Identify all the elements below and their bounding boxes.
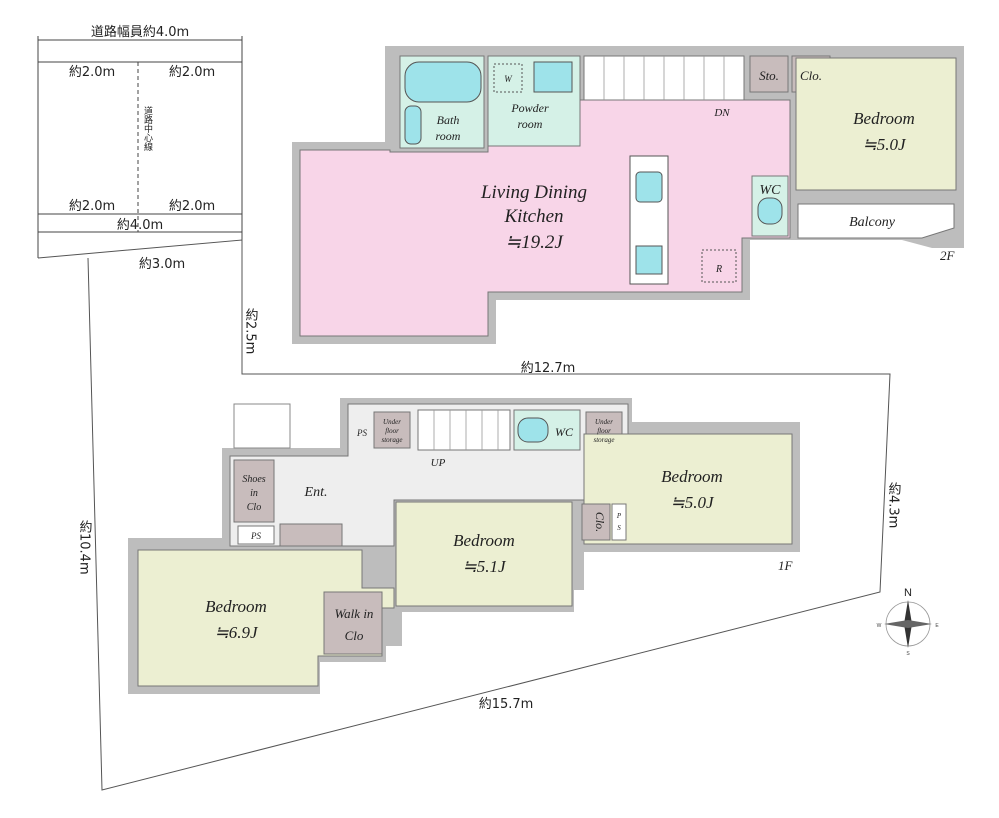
powder-label-line2: room [518, 117, 543, 131]
shower-icon [404, 105, 422, 145]
balcony [797, 203, 955, 239]
road-half-left-bottom: 約2.0m [69, 199, 115, 214]
fridge-label: R [715, 264, 722, 275]
stairs-1f [417, 409, 511, 451]
compass-e: E [935, 623, 939, 629]
kitchen-sink-icon [635, 171, 663, 203]
site-dim-bottom: 約15.7m [479, 697, 534, 712]
ufs1-line3: storage [382, 436, 403, 444]
ldk-label-line2: Kitchen [503, 206, 563, 227]
bedroom-2f-label: Bedroom [853, 109, 915, 128]
compass-n: N [904, 587, 912, 599]
underfloor-storage-1 [373, 411, 411, 449]
ufs2-line1: Under [595, 418, 613, 426]
bedroom-2f [795, 57, 957, 191]
site-dim-top: 約3.0m [139, 257, 185, 272]
walkin-line2: Clo [345, 628, 364, 643]
bedroom-a-size: ≒5.0J [670, 493, 715, 512]
floor-1-label: 1F [778, 558, 794, 573]
road-area: 道路幅員約4.0m 約2.0m 約2.0m 約2.0m 約2.0m 約4.0m … [37, 24, 243, 258]
ps-box-1-label: PS [250, 531, 261, 541]
ps-box-3 [611, 503, 627, 541]
site-dim-middle: 約12.7m [521, 361, 576, 376]
washer-label: W [504, 74, 513, 84]
powder-label-line1: Powder [510, 101, 549, 115]
floor-2: Living Dining Kitchen ≒19.2J Bath room P… [292, 46, 964, 344]
bedroom-c-label: Bedroom [205, 597, 267, 616]
toilet-1f-icon [517, 417, 549, 443]
fridge-space [701, 249, 737, 283]
road-centerline-label: 道路中心線 [142, 105, 153, 151]
bedroom-a-label: Bedroom [661, 467, 723, 486]
site-dim-right: 約4.3m [886, 482, 902, 528]
toilet-icon [757, 197, 783, 225]
walkin-line1: Walk in [335, 606, 374, 621]
exterior-steps [233, 403, 291, 449]
wc-1f-label: WC [555, 425, 574, 439]
balcony-label: Balcony [849, 215, 896, 230]
walk-in-closet [323, 591, 383, 655]
ufs2-line3: storage [594, 436, 615, 444]
bath-label-line1: Bath [437, 113, 460, 127]
ldk-size: ≒19.2J [505, 232, 564, 253]
entrance-bench [279, 523, 343, 547]
bedroom-2f-size: ≒5.0J [862, 135, 907, 154]
bedroom-b-size: ≒5.1J [462, 557, 507, 576]
ldk-label-line1: Living Dining [480, 182, 587, 203]
bathtub-icon [404, 61, 482, 103]
road-width-label: 道路幅員約4.0m [91, 24, 189, 40]
ps-box-1 [237, 525, 275, 545]
storage-2f [749, 55, 789, 93]
shoes-line3: Clo [247, 502, 261, 513]
washer-space [493, 63, 523, 93]
ufs1-line2: floor [385, 427, 399, 435]
stairs-up-label: UP [431, 457, 446, 469]
closet-2f-label: Clo. [800, 68, 822, 83]
stairs-down-label: DN [713, 107, 730, 119]
closet-1f [581, 503, 611, 541]
bath-label-line2: room [436, 129, 461, 143]
ps-box-3-p: P [616, 512, 622, 520]
bedroom-b-label: Bedroom [453, 531, 515, 550]
compass-w: W [877, 623, 882, 629]
shoes-in-closet [233, 459, 275, 523]
compass-icon: N E W S [877, 587, 940, 657]
shoes-line2: in [250, 488, 258, 499]
ufs2-line2: floor [597, 427, 611, 435]
closet-1f-label: Clo. [593, 512, 607, 532]
road-half-right-top: 約2.0m [169, 65, 215, 80]
site-dim-left: 約10.4m [77, 520, 93, 575]
ufs1-line1: Under [383, 418, 401, 426]
shoes-line1: Shoes [242, 474, 265, 485]
site-dim-left-upper: 約2.5m [243, 308, 259, 354]
sink-icon [533, 61, 573, 93]
road-half-left-top: 約2.0m [69, 65, 115, 80]
entrance-label: Ent. [304, 485, 328, 500]
wc-2f-label: WC [760, 183, 782, 198]
ps-1f-label: PS [356, 428, 367, 438]
floor-2-label: 2F [940, 248, 956, 263]
bedroom-b-1f [395, 501, 573, 607]
floor-1: PS Under floor storage Under floor stora… [128, 398, 800, 694]
compass-s: S [906, 651, 910, 657]
road-half-right-bottom: 約2.0m [169, 199, 215, 214]
storage-2f-label: Sto. [759, 68, 779, 83]
ps-box-3-s: S [617, 524, 621, 532]
bedroom-c-size: ≒6.9J [214, 623, 259, 642]
site-boundary [37, 239, 891, 791]
road-width-bottom: 約4.0m [117, 218, 163, 233]
stove-icon [635, 245, 663, 275]
